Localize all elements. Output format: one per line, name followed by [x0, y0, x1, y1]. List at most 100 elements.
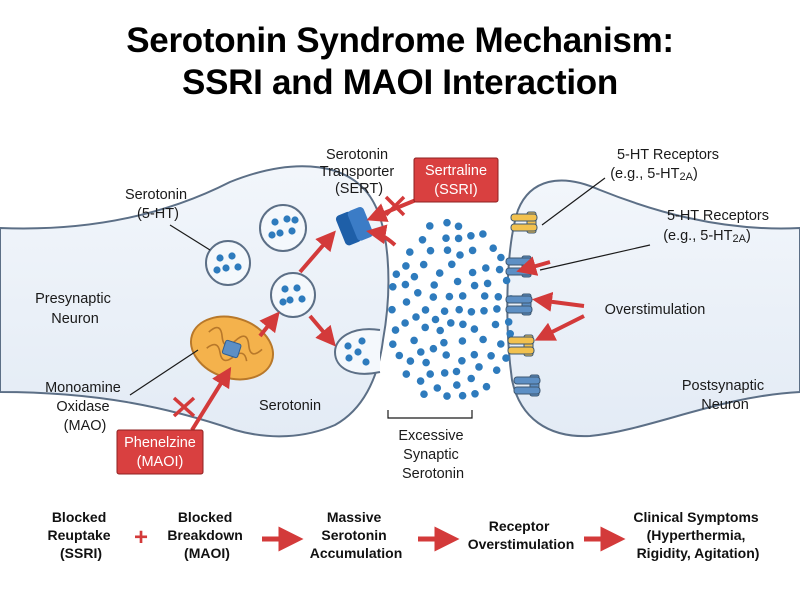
serotonin-molecule — [421, 323, 430, 332]
serotonin-molecule — [445, 292, 454, 301]
serotonin-molecule — [417, 348, 425, 356]
serotonin-molecule — [388, 305, 396, 314]
phenelzine-drug-box: Phenelzine(MAOI) — [116, 429, 204, 475]
serotonin-molecule — [489, 244, 498, 252]
serotonin-molecule — [497, 253, 505, 262]
mitochondria — [189, 315, 275, 381]
postsynaptic-neuron-label: Postsynaptic Neuron — [682, 378, 768, 413]
serotonin-molecule — [422, 358, 430, 367]
5ht-receptor — [510, 211, 538, 234]
serotonin-molecule — [448, 260, 456, 269]
overstimulation-label: Overstimulation — [605, 302, 706, 318]
serotonin-molecule — [470, 281, 479, 290]
serotonin-molecule — [453, 381, 461, 389]
red-x-icon — [384, 195, 406, 217]
receptors-mid-label: 5-HT Receptors (e.g., 5-HT2A) — [663, 208, 773, 245]
serotonin-molecule — [502, 276, 511, 285]
5ht-receptor — [505, 293, 533, 316]
serotonin-molecule — [497, 340, 505, 348]
serotonin-molecule — [414, 289, 422, 297]
serotonin-molecule — [406, 248, 414, 256]
excessive-serotonin-label: Excessive Synaptic Serotonin — [398, 428, 467, 482]
serotonin-molecule — [467, 232, 475, 240]
serotonin-molecule — [458, 391, 467, 400]
serotonin-molecule — [458, 357, 466, 365]
serotonin-molecule — [389, 283, 397, 291]
red-arrow-icon — [366, 224, 397, 247]
serotonin-molecule — [426, 370, 435, 378]
serotonin-molecule — [447, 319, 455, 327]
red-arrow-icon — [298, 230, 336, 274]
serotonin-molecule — [401, 280, 410, 289]
serotonin-molecule — [429, 293, 438, 301]
serotonin-molecule — [487, 352, 495, 360]
serotonin-molecule — [504, 318, 513, 326]
svg-text:Phenelzine(MAOI): Phenelzine(MAOI) — [124, 435, 196, 470]
serotonin-molecule — [491, 320, 500, 329]
mao-label: Monoamine Oxidase (MAO) — [45, 380, 125, 434]
serotonin-molecule — [418, 236, 427, 244]
flow-step-receptor-overstimulation: Receptor Overstimulation — [468, 518, 575, 552]
serotonin-molecule — [429, 344, 438, 353]
serotonin-molecule — [440, 307, 449, 316]
serotonin-molecule — [443, 392, 451, 400]
presynaptic-neuron-label: Presynaptic Neuron — [35, 291, 115, 327]
serotonin-molecule — [440, 369, 449, 377]
serotonin-molecule — [443, 246, 452, 254]
svg-text:Sertraline(SSRI): Sertraline(SSRI) — [425, 163, 487, 198]
5ht-receptor — [507, 334, 535, 357]
serotonin-molecule — [442, 234, 450, 242]
red-arrow-icon — [534, 314, 585, 341]
5ht-receptor — [513, 374, 541, 397]
serotonin-molecule — [395, 351, 404, 360]
serotonin-molecule — [402, 370, 411, 378]
serotonin-molecule — [468, 268, 477, 277]
flow-step-massive-accumulation: Massive Serotonin Accumulation — [310, 509, 403, 561]
mechanism-flow: Blocked Reuptake (SSRI) + Blocked Breakd… — [48, 509, 760, 561]
serotonin-molecule — [442, 351, 451, 359]
flow-step-blocked-reuptake: Blocked Reuptake (SSRI) — [48, 509, 115, 561]
vesicle — [259, 204, 307, 252]
serotonin-release-label: Serotonin — [259, 398, 321, 414]
serotonin-molecule — [482, 382, 491, 391]
serotonin-molecule — [410, 336, 418, 345]
red-arrow-icon — [308, 314, 336, 347]
serotonin-molecule — [452, 367, 461, 376]
serotonin-molecule — [431, 315, 440, 324]
serotonin-molecule — [426, 246, 435, 255]
serotonin-molecule — [468, 246, 477, 255]
serotonin-molecule — [440, 338, 448, 347]
receptors-top-label: 5-HT Receptors (e.g., 5-HT2A) — [610, 147, 723, 183]
serotonin-molecule — [458, 337, 467, 345]
serotonin-molecule — [495, 265, 504, 274]
red-arrow-icon — [532, 291, 585, 312]
serotonin-molecule — [492, 366, 501, 375]
serotonin-molecule — [453, 277, 462, 286]
serotonin-molecule — [392, 270, 401, 279]
serotonin-molecule — [433, 384, 442, 392]
red-arrow-icon — [258, 311, 280, 338]
red-arrow-icon — [516, 256, 551, 276]
fusing-vesicle — [333, 328, 381, 375]
serotonin-molecule — [480, 307, 488, 315]
serotonin-molecule — [410, 272, 419, 281]
serotonin-molecule — [436, 326, 445, 335]
serotonin-molecule — [470, 350, 479, 359]
serotonin-molecule — [412, 313, 420, 321]
serotonin-molecule — [419, 260, 428, 269]
serotonin-molecule — [421, 306, 430, 314]
serotonin-molecule — [420, 390, 428, 399]
serotonin-molecule — [480, 292, 489, 300]
serotonin-molecule — [454, 234, 463, 243]
red-arrow-icon — [190, 366, 232, 432]
serotonin-molecule — [482, 264, 490, 272]
serotonin-molecule — [483, 279, 492, 288]
serotonin-molecule — [467, 374, 476, 383]
serotonin-molecule — [479, 230, 487, 238]
red-x-icon — [172, 396, 196, 418]
serotonin-5ht-label: Serotonin (5-HT) — [125, 187, 191, 222]
serotonin-molecule — [401, 319, 409, 327]
serotonin-molecule — [506, 330, 514, 338]
title-line-1: Serotonin Syndrome Mechanism: — [126, 21, 674, 60]
serotonin-molecule — [389, 340, 397, 349]
